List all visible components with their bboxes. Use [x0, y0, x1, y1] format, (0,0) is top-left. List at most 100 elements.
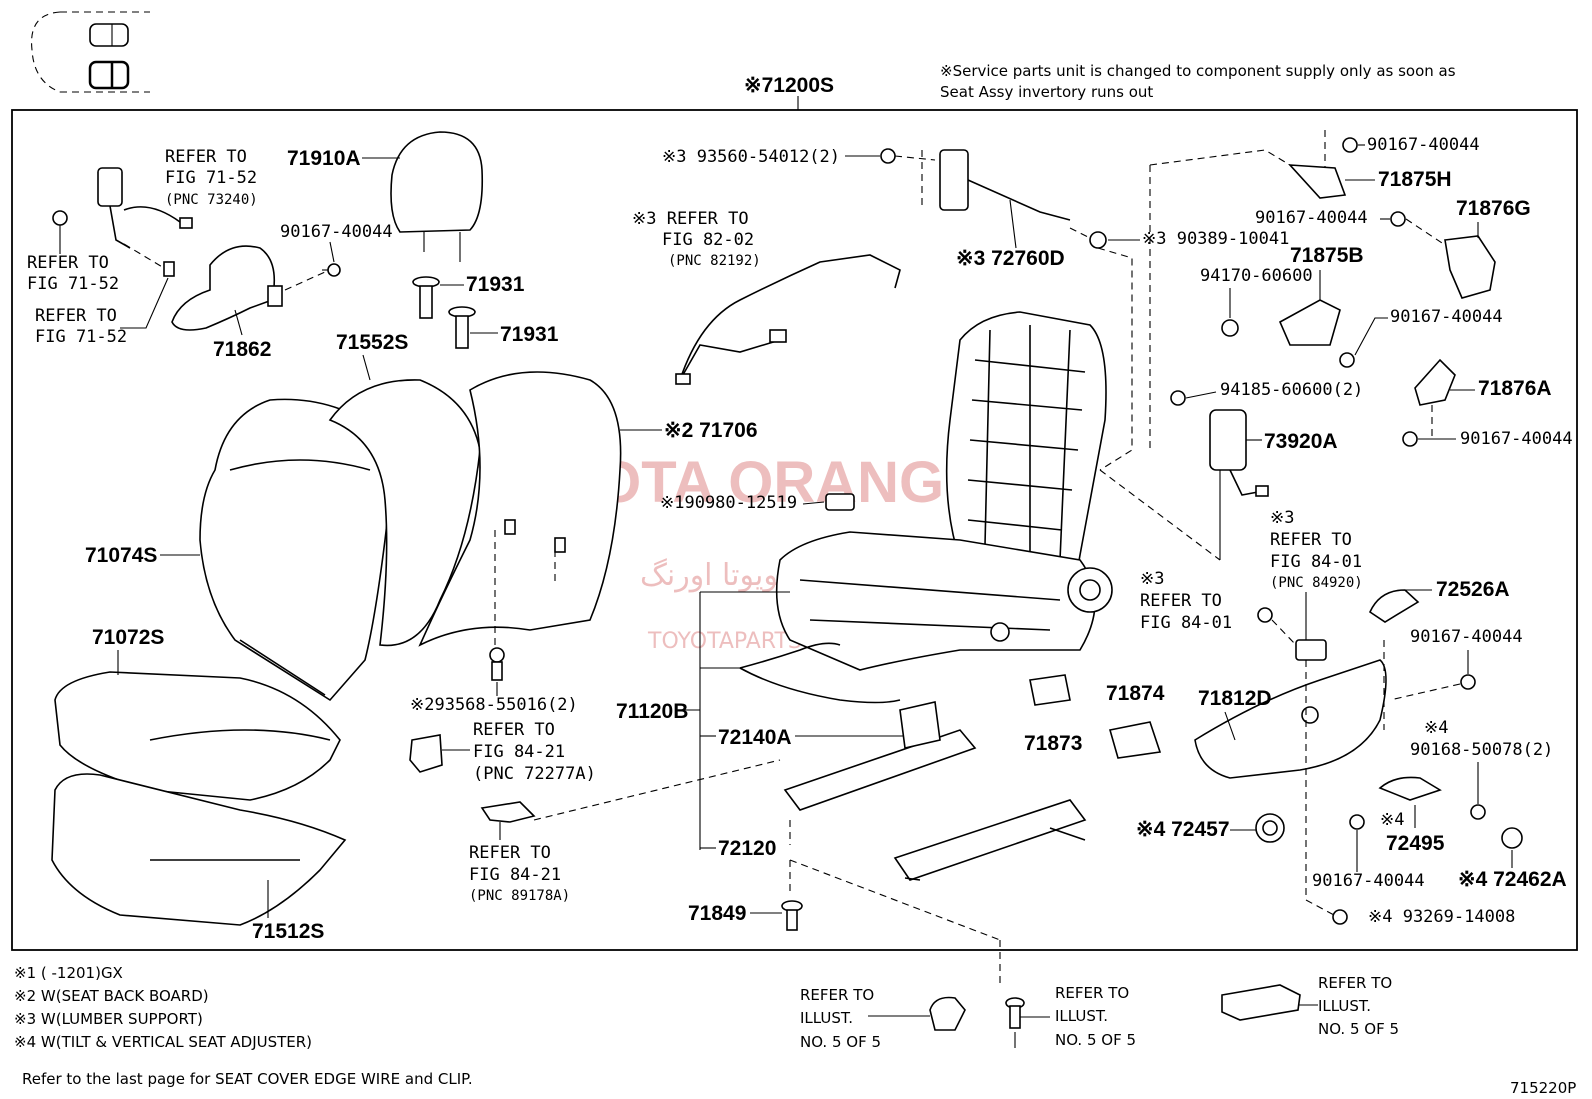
svg-text:NO. 5 OF 5: NO. 5 OF 5 [1055, 1031, 1136, 1049]
svg-text:REFER TO: REFER TO [473, 720, 555, 740]
part-72760D: ※3 72760D [956, 247, 1065, 270]
figure-code: 715220P [1510, 1079, 1576, 1097]
part-72526A: 72526A [1436, 578, 1510, 601]
part-71072S: 71072S [92, 626, 164, 649]
svg-text:※3: ※3 [1140, 569, 1164, 589]
part-73920A: 73920A [1264, 430, 1338, 453]
refer-illust-2: REFER TO ILLUST. NO. 5 OF 5 [1055, 984, 1136, 1049]
svg-text:FIG 84-01: FIG 84-01 [1270, 552, 1362, 572]
svg-text:REFER TO: REFER TO [1318, 974, 1392, 992]
part-72140A: 72140A [718, 726, 792, 749]
refer-fig84-01-a: ※3 REFER TO FIG 84-01 (PNC 84920) [1270, 508, 1363, 591]
cover-71875B-drawing [1278, 299, 1341, 346]
seat-frame-drawing [775, 311, 1113, 671]
clip-93568-drawing [489, 647, 505, 681]
svg-text:FIG 71-52: FIG 71-52 [35, 327, 127, 347]
lumbar-motor-drawing [921, 149, 1071, 221]
part-90167-f: 90167-40044 [1410, 627, 1523, 647]
svg-text:FIG 71-52: FIG 71-52 [165, 168, 257, 188]
cover-71875H-drawing [1288, 164, 1347, 199]
svg-text:(PNC 72277A): (PNC 72277A) [473, 764, 596, 784]
clip-illust-3-drawing [1221, 984, 1301, 1021]
svg-text:REFER TO: REFER TO [165, 147, 247, 167]
part-90167-a: 90167-40044 [280, 222, 393, 242]
part-90389: ※3 90389-10041 [1142, 229, 1289, 249]
part-71875H: 71875H [1378, 168, 1452, 191]
part-90167-d: 90167-40044 [1390, 307, 1503, 327]
bracket-71874-drawing [1108, 721, 1162, 759]
knob-72526A-drawing [1368, 589, 1420, 623]
part-90167-b: 90167-40044 [1367, 135, 1480, 155]
bracket-72277A-drawing [409, 734, 443, 773]
clip-illust-1-drawing [929, 996, 966, 1031]
part-71873: 71873 [1024, 732, 1082, 755]
svg-text:FIG 84-21: FIG 84-21 [473, 742, 565, 762]
seat-cushion-drawing [51, 671, 347, 926]
bolt-illust-2-drawing [1005, 997, 1025, 1029]
part-72120: 72120 [718, 837, 776, 860]
seat-track-drawing [783, 701, 1087, 881]
cap-72462A-drawing [1501, 827, 1523, 849]
part-93269: ※4 93269-14008 [1368, 907, 1515, 927]
screw-e [1402, 431, 1418, 447]
mark-x4-a: ※4 [1424, 718, 1448, 738]
part-94185: 94185-60600(2) [1220, 380, 1363, 400]
svg-text:NO. 5 OF 5: NO. 5 OF 5 [1318, 1020, 1399, 1038]
knob-72457-drawing [1255, 813, 1285, 843]
lumbar-harness-drawing [675, 254, 901, 385]
trim-cover-71862-drawing [171, 245, 283, 331]
part-71875B: 71875B [1290, 244, 1364, 267]
refer-fig84-21-b: REFER TO FIG 84-21 (PNC 89178A) [469, 843, 570, 904]
assembly-label: ※71200S [744, 74, 834, 97]
wire-71120B-drawing [739, 642, 901, 704]
footnotes: ※1 ( -1201)GX ※2 W(SEAT BACK BOARD) ※3 W… [14, 964, 312, 1051]
screw-b [1342, 137, 1358, 153]
refer-illust-1: REFER TO ILLUST. NO. 5 OF 5 [800, 986, 881, 1051]
svg-text:REFER TO: REFER TO [1055, 984, 1129, 1002]
part-72462A: ※4 72462A [1458, 868, 1567, 891]
part-71812D: 71812D [1198, 687, 1272, 710]
screw-a [322, 263, 341, 277]
bottom-note: Refer to the last page for SEAT COVER ED… [22, 1070, 473, 1088]
svg-text:※4 W(TILT & VERTICAL SEAT ADJU: ※4 W(TILT & VERTICAL SEAT ADJUSTER) [14, 1033, 312, 1051]
refer-seatbelt: REFER TO FIG 71-52 (PNC 73240) [165, 147, 258, 208]
bracket-71873-drawing [1029, 674, 1071, 706]
svg-text:FIG 82-02: FIG 82-02 [662, 230, 754, 250]
part-90167-c: 90167-40044 [1255, 208, 1368, 228]
svg-text:※1 ( -1201)GX: ※1 ( -1201)GX [14, 964, 123, 982]
service-note-line1: ※Service parts unit is changed to compon… [940, 62, 1456, 80]
part-90168: 90168-50078(2) [1410, 740, 1553, 760]
part-71910A: 71910A [287, 147, 361, 170]
part-71512S: 71512S [252, 920, 324, 943]
headrest-guide-drawing [412, 276, 476, 349]
svg-text:ILLUST.: ILLUST. [1055, 1007, 1108, 1025]
screw-f [1460, 674, 1476, 690]
part-71120B: 71120B [616, 700, 688, 723]
part-93568: ※293568-55016(2) [410, 695, 578, 715]
screw-90168 [1470, 804, 1486, 820]
screw-c [1390, 211, 1406, 227]
screw-d [1339, 352, 1355, 368]
part-71074S: 71074S [85, 544, 157, 567]
screw-g [1349, 814, 1365, 830]
nut-94170 [1221, 319, 1239, 337]
service-note-line2: Seat Assy invertory runs out [940, 83, 1153, 101]
part-71862: 71862 [213, 338, 271, 361]
nut-94185 [1170, 390, 1186, 406]
part-72495: 72495 [1386, 832, 1445, 855]
svg-text:(PNC 82192): (PNC 82192) [668, 253, 761, 269]
bolt-71849-drawing [781, 900, 803, 931]
diagram-frame [11, 109, 1578, 951]
part-71876G: 71876G [1456, 197, 1531, 220]
part-190980: ※190980-12519 [660, 493, 797, 513]
refer-fig71-52-a: REFER TO FIG 71-52 [27, 253, 119, 294]
svg-text:※3 REFER TO: ※3 REFER TO [632, 209, 749, 229]
part-71552S: 71552S [336, 331, 408, 354]
nut-90389 [1089, 231, 1107, 249]
svg-text:REFER TO: REFER TO [27, 253, 109, 273]
part-93560: ※3 93560-54012(2) [662, 147, 840, 167]
svg-text:※3: ※3 [1270, 508, 1294, 528]
svg-text:REFER TO: REFER TO [1270, 530, 1352, 550]
refer-fig84-01-b: ※3 REFER TO FIG 84-01 [1140, 569, 1232, 633]
part-71931-a: 71931 [466, 273, 525, 296]
